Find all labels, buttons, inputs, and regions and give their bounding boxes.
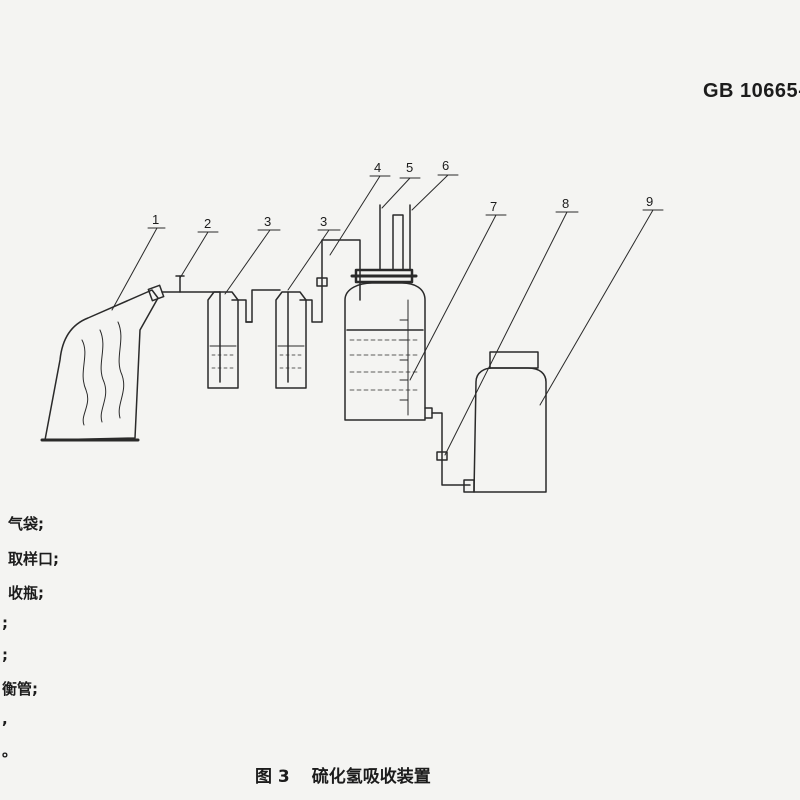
- sampling-port: [161, 275, 221, 293]
- standard-code: GB 10665-: [703, 80, 800, 102]
- callout-6: 6: [442, 158, 449, 173]
- callout-3a: 3: [264, 214, 271, 229]
- apparatus-diagram: 1 2 3 3 4 5 6 7 8 9: [40, 158, 664, 493]
- callout-5: 5: [406, 160, 413, 175]
- callout-2: 2: [204, 216, 211, 231]
- callout-9: 9: [646, 194, 653, 209]
- callout-8: 8: [562, 196, 569, 211]
- legend-item-7: ,: [2, 710, 8, 728]
- absorption-bottle-2: [275, 239, 361, 389]
- legend-item-5: ;: [2, 646, 8, 664]
- callout-7: 7: [490, 199, 497, 214]
- figure-title: 硫化氢吸收装置: [311, 767, 431, 787]
- callout-4: 4: [374, 160, 381, 175]
- gas-bag: [40, 284, 165, 442]
- legend-item-6: 衡管;: [2, 680, 38, 698]
- callout-1: 1: [152, 212, 159, 227]
- callout-numbers: 1 2 3 3 4 5 6 7 8 9: [152, 158, 653, 231]
- legend-item-2: 取样口;: [8, 550, 59, 568]
- legend-item-3: 收瓶;: [8, 584, 44, 602]
- reservoir-bottle: [344, 204, 471, 486]
- figure-number: 图 3: [255, 767, 290, 787]
- leader-lines: [111, 174, 664, 456]
- collection-bottle: [463, 351, 547, 493]
- absorption-bottle-1: [207, 289, 281, 389]
- legend-item-4: ;: [2, 614, 8, 632]
- legend-item-8: 。: [2, 742, 18, 760]
- callout-3b: 3: [320, 214, 327, 229]
- figure-caption: 图 3 硫化氢吸收装置: [255, 762, 453, 787]
- legend-item-1: 气袋;: [8, 515, 44, 533]
